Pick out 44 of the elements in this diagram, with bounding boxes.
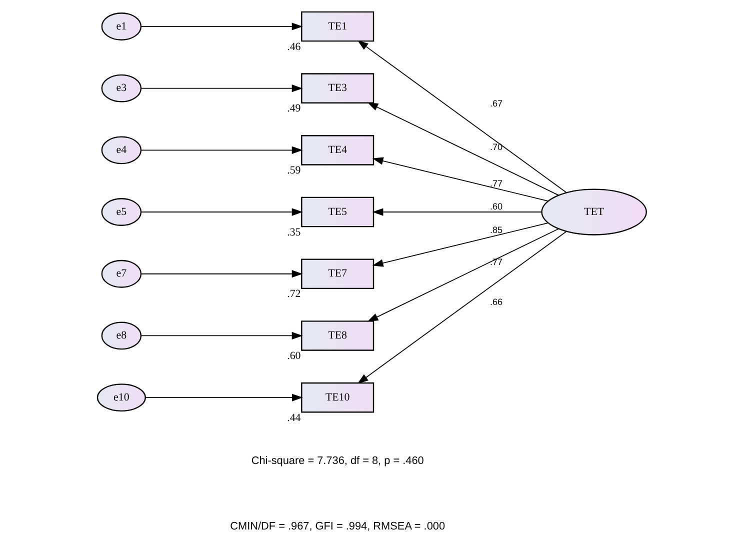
node-ellipse: e3 (100, 74, 142, 102)
arrow (140, 22, 302, 30)
edge-label: .85 (489, 224, 502, 235)
node-box: TE7 (300, 258, 374, 289)
node-label: .49 (286, 102, 300, 115)
node-ellipse: e8 (100, 322, 142, 350)
label: CMIN/DF = .967, GFI = .994, RMSEA = .000 (230, 520, 445, 533)
arrow (366, 228, 558, 322)
arrow (140, 146, 302, 154)
edge-label: .67 (489, 98, 502, 109)
arrow (366, 102, 558, 196)
edge-label: .77 (489, 256, 502, 267)
node-label: .46 (286, 40, 300, 53)
node-box: TE8 (300, 320, 374, 351)
node-label: .59 (286, 164, 300, 176)
arrow (356, 40, 566, 194)
node-box: TE3 (300, 73, 374, 104)
arrow (372, 208, 542, 216)
node-box: TE1 (300, 11, 374, 42)
arrow (372, 222, 548, 267)
node-label: .72 (286, 288, 300, 300)
node-ellipse: e1 (100, 12, 142, 40)
edge-label: .77 (489, 178, 502, 189)
node-label: .35 (286, 226, 300, 238)
node-ellipse: TET (540, 188, 646, 236)
node-label: .44 (286, 412, 300, 424)
arrow (140, 270, 302, 278)
arrow (140, 332, 302, 340)
arrow (372, 157, 548, 202)
node-ellipse: e10 (96, 384, 146, 412)
node-box: TE10 (300, 382, 374, 413)
arrow (140, 84, 302, 92)
node-ellipse: e5 (100, 198, 142, 226)
arrow (356, 230, 566, 384)
arrow (140, 208, 302, 216)
node-ellipse: e4 (100, 136, 142, 164)
label: Chi-square = 7.736, df = 8, p = .460 (250, 455, 424, 468)
node-label: .60 (286, 350, 300, 362)
node-box: TE4 (300, 135, 374, 166)
arrow (144, 394, 302, 402)
node-ellipse: e7 (100, 260, 142, 288)
node-box: TE5 (300, 196, 374, 228)
edge-label: .60 (489, 201, 502, 212)
edge-label: .66 (489, 296, 502, 307)
